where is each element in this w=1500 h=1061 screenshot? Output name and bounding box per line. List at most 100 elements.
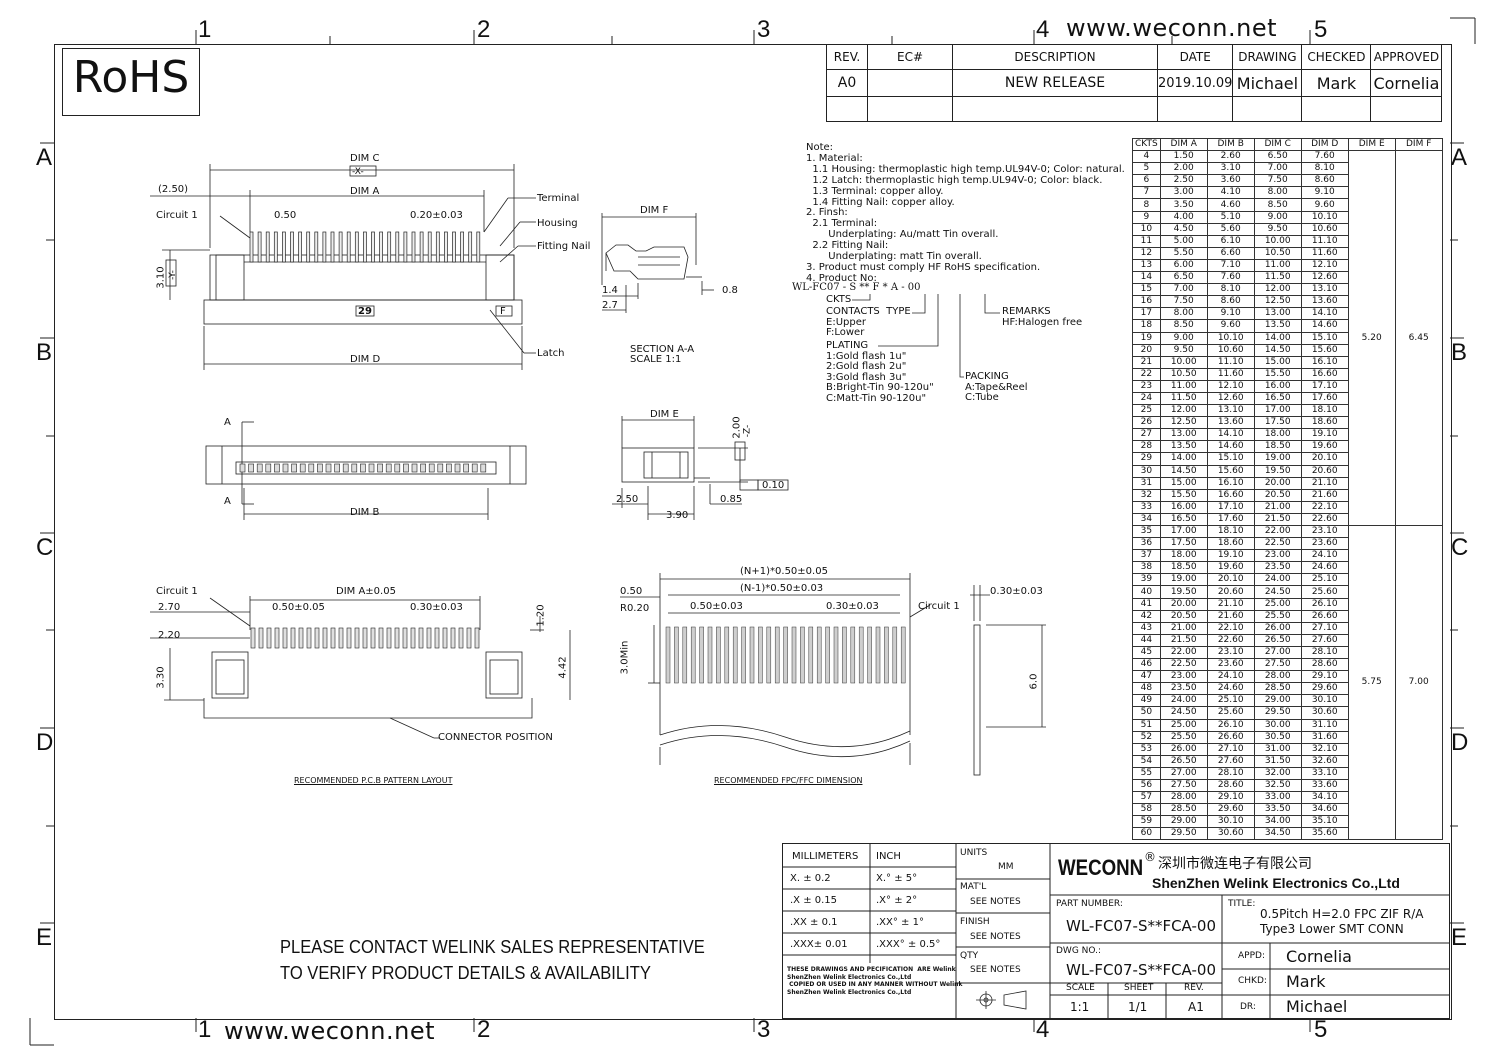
dim-cell: 23.50: [1253, 561, 1302, 575]
fpc-finger: [842, 626, 847, 684]
zone-2-top: 2: [477, 16, 491, 43]
website-url-bottom[interactable]: www.weconn.net: [224, 1017, 436, 1045]
ckts-cell: 17: [1132, 307, 1161, 321]
ckts-cell: 11: [1132, 234, 1161, 248]
dim-cell: 11.10: [1300, 234, 1349, 248]
dim-cell: 14.50: [1159, 464, 1208, 478]
dim-cell: 22.10: [1206, 621, 1255, 635]
checked-value: Mark: [1301, 69, 1372, 97]
front-pin: [480, 463, 487, 473]
ckts-cell: 14: [1132, 271, 1161, 285]
dim-cell: 28.50: [1159, 803, 1208, 817]
terminal-pin: [435, 231, 440, 263]
pcb-pad: [434, 627, 440, 649]
dim-cell: 34.10: [1300, 791, 1349, 805]
part-code-remarks: REMARKS HF:Halogen free: [1002, 306, 1083, 328]
dim-cell: 26.50: [1253, 633, 1302, 647]
dim-cell: 30.50: [1253, 730, 1302, 744]
dim-cell: 19.50: [1159, 585, 1208, 599]
qty-value: SEE NOTES: [970, 965, 1021, 975]
website-url-top[interactable]: www.weconn.net: [1066, 14, 1278, 42]
dim-a-header: DIM A: [1159, 137, 1208, 152]
dim-cell: 17.10: [1300, 379, 1349, 393]
ckts-cell: 24: [1132, 391, 1161, 406]
ckts-cell: 6: [1132, 174, 1161, 188]
fpc-finger: [749, 626, 755, 684]
dim-cell: 20.50: [1159, 609, 1208, 623]
housing-label: Housing: [537, 218, 578, 229]
front-pin: [256, 463, 263, 473]
dim-cell: 3.10: [1206, 162, 1255, 176]
terminal-pin: [379, 231, 383, 263]
dim-cell: 21.50: [1159, 633, 1208, 647]
dim-08-label: 0.8: [722, 285, 738, 296]
ckts-cell: 41: [1132, 597, 1161, 611]
dim-cell: 17.50: [1253, 416, 1302, 430]
scale-value: 1:1: [1070, 1000, 1090, 1014]
part-number-label: PART NUMBER:: [1056, 899, 1123, 909]
finish-value: SEE NOTES: [970, 932, 1021, 942]
dim-cell: 12.50: [1159, 416, 1208, 430]
connector-position-label: CONNECTOR POSITION: [438, 732, 553, 743]
ckts-cell: 4: [1132, 150, 1161, 164]
dim-cell: 15.00: [1253, 355, 1302, 369]
dim-cell: 11.50: [1159, 391, 1208, 406]
dim-cell: 25.50: [1159, 730, 1208, 744]
ckts-cell: 40: [1132, 585, 1161, 599]
terminal-pin: [419, 231, 424, 263]
fpc-finger: [892, 626, 898, 684]
dim-cell: 5.10: [1206, 210, 1255, 224]
fpc-finger: [875, 626, 881, 684]
revision-table: REV. EC# DESCRIPTION DATE DRAWING CHECKE…: [826, 44, 1443, 122]
front-pin: [265, 463, 272, 473]
rev-header: REV.: [826, 44, 868, 70]
dim-cell: 18.50: [1253, 440, 1302, 454]
pcb-pad: [394, 627, 400, 649]
dim-cell: 13.00: [1159, 428, 1208, 442]
dim-cell: 14.60: [1206, 440, 1255, 454]
dim-cell: 33.50: [1253, 803, 1302, 817]
terminal-pin: [346, 231, 351, 263]
drawing-frame: [54, 44, 1452, 1020]
pcb-030-label: 0.30±0.03: [410, 602, 463, 613]
zone-e-right: E: [1451, 924, 1468, 951]
dim-cell: 35.10: [1300, 815, 1349, 829]
dim-cell: 25.10: [1206, 694, 1255, 708]
dim-cell: 13.50: [1159, 440, 1208, 454]
dim-cell: 28.10: [1300, 645, 1349, 660]
front-view-drawing: [205, 421, 527, 520]
sheet-value: 1/1: [1128, 1000, 1148, 1014]
dim-cell: 20.00: [1253, 476, 1302, 490]
front-pin: [394, 463, 401, 473]
zone-a-right: A: [1451, 144, 1468, 171]
dim-cell: 17.00: [1159, 524, 1208, 539]
ckts-cell: 29: [1132, 452, 1161, 466]
dim-cell: 11.00: [1253, 258, 1302, 273]
dim-cell: 32.00: [1253, 766, 1302, 780]
dim-cell: 23.10: [1206, 645, 1255, 660]
fpc-finger: [867, 626, 872, 684]
dim-cell: 27.00: [1253, 645, 1302, 660]
terminal-pin: [363, 231, 367, 263]
dim-cell: 25.50: [1253, 609, 1302, 623]
ckts-header: CKTS: [1132, 137, 1161, 152]
zone-a-left: A: [36, 144, 53, 171]
dim-cell: 27.50: [1159, 778, 1208, 793]
pcb-pad: [322, 627, 328, 649]
dim-cell: 33.60: [1300, 778, 1349, 793]
dim-085-label: 0.85: [720, 494, 743, 505]
dim-a-label: DIM A: [350, 186, 380, 197]
dim-cell: 30.60: [1300, 706, 1349, 720]
matl-value: SEE NOTES: [970, 897, 1021, 907]
fpc-finger: [707, 626, 713, 684]
dim-250-side-label: 2.50: [616, 494, 639, 505]
front-pin: [317, 463, 323, 473]
dim-cell: 9.10: [1300, 186, 1349, 200]
